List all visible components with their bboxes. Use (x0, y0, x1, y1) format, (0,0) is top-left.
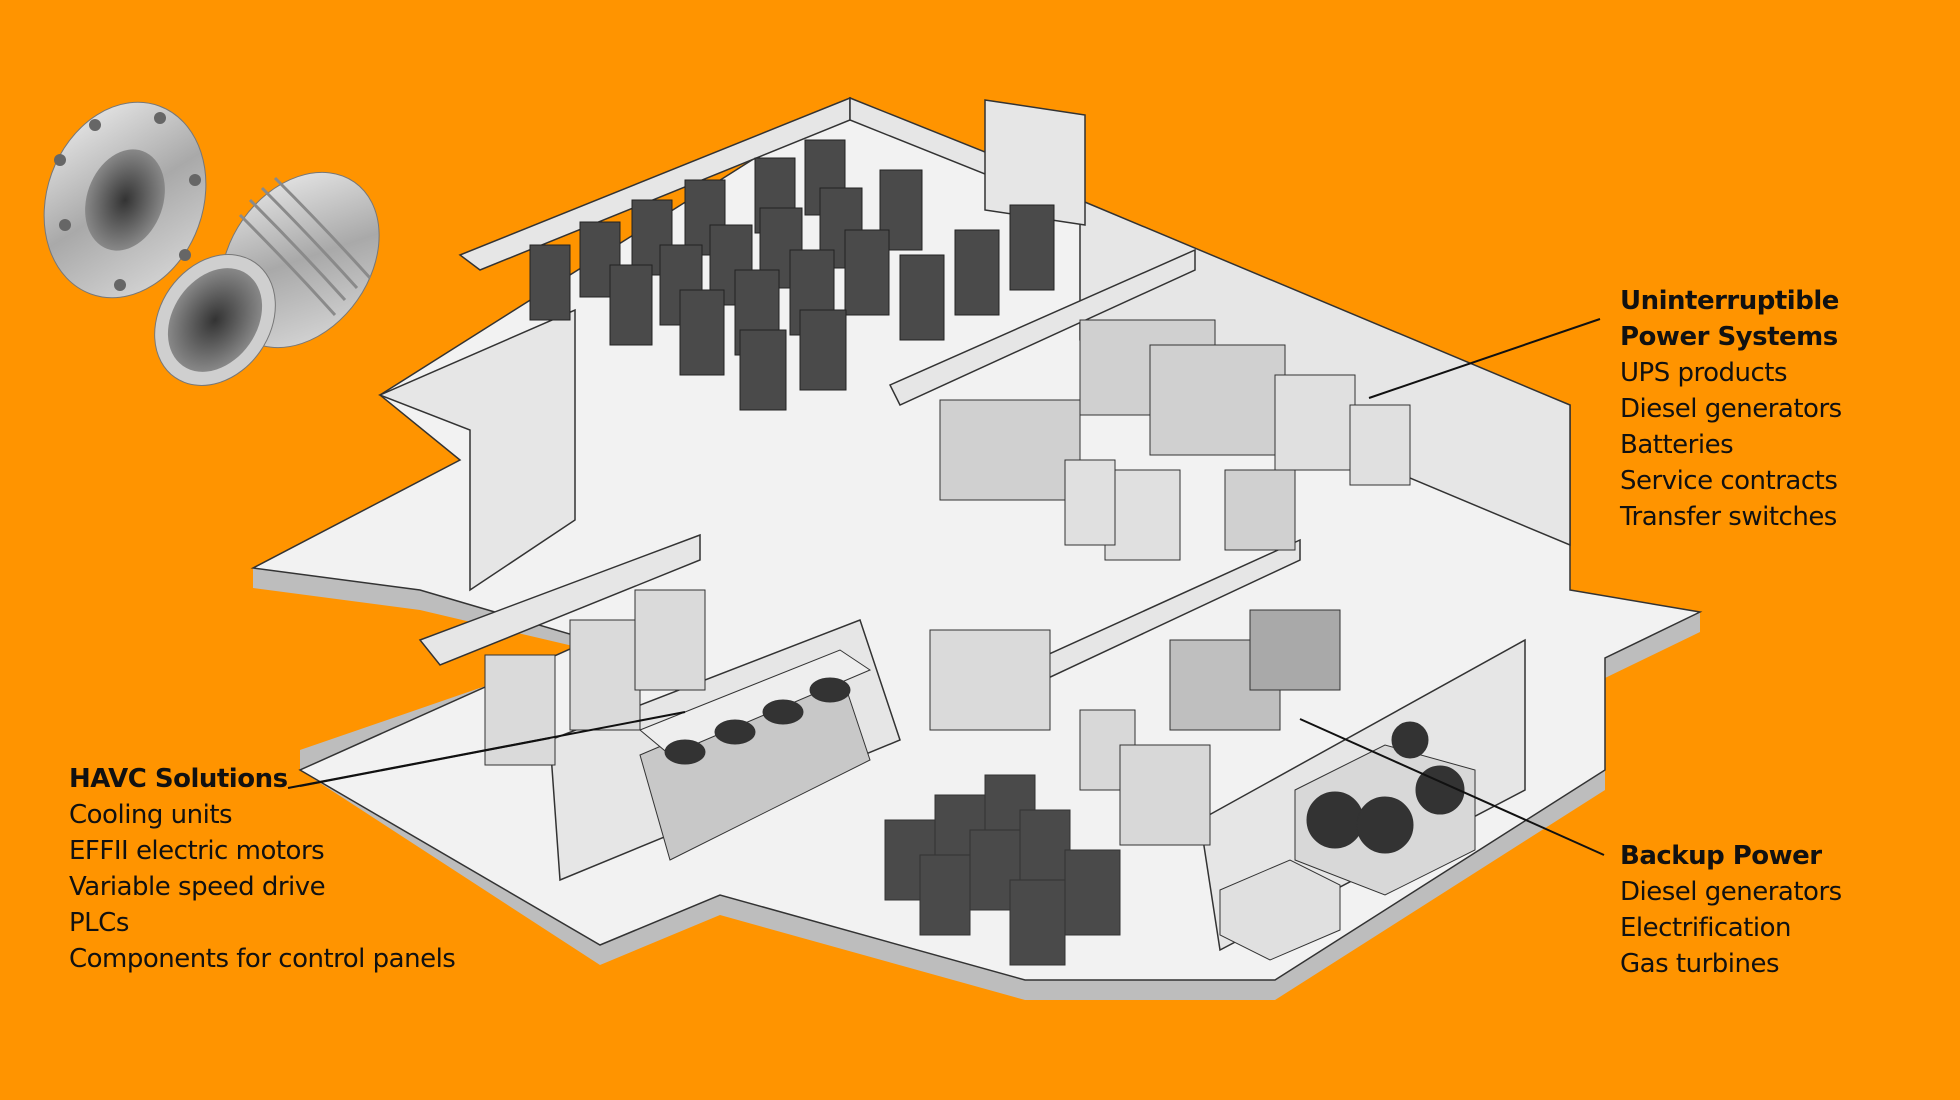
backup-item: Electrification (1620, 913, 1791, 943)
ups-item: Service contracts (1620, 466, 1838, 496)
backup-power-equipment (884, 609, 1476, 966)
ups-callout: Uninterruptible Power Systems UPS produc… (1620, 283, 1842, 535)
havc-item: EFFII electric motors (69, 836, 325, 866)
ups-title-line1: Uninterruptible (1620, 286, 1839, 316)
ups-item: Transfer switches (1620, 502, 1837, 532)
ups-item: UPS products (1620, 358, 1788, 388)
backup-item: Diesel generators (1620, 877, 1842, 907)
havc-title: HAVC Solutions (69, 764, 288, 794)
backup-leader-line (1299, 718, 1605, 856)
leader-lines (287, 318, 1605, 856)
ups-item: Diesel generators (1620, 394, 1842, 424)
havc-leader-line-2 (299, 737, 551, 787)
havc-item: Components for control panels (69, 944, 456, 974)
hvac-equipment (484, 589, 1051, 861)
havc-item: Variable speed drive (69, 872, 326, 902)
ups-battery-racks (939, 319, 1411, 561)
havc-item: Cooling units (69, 800, 233, 830)
backup-item: Gas turbines (1620, 949, 1780, 979)
server-racks (529, 139, 1055, 411)
havc-callout: HAVC Solutions Cooling units EFFII elect… (69, 761, 456, 977)
ups-title-line2: Power Systems (1620, 322, 1838, 352)
expansion-bellows-image (43, 101, 380, 386)
ups-leader-line (1368, 318, 1601, 399)
backup-title: Backup Power (1620, 841, 1822, 871)
havc-item: PLCs (69, 908, 129, 938)
ups-item: Batteries (1620, 430, 1734, 460)
backup-power-callout: Backup Power Diesel generators Electrifi… (1620, 838, 1842, 982)
